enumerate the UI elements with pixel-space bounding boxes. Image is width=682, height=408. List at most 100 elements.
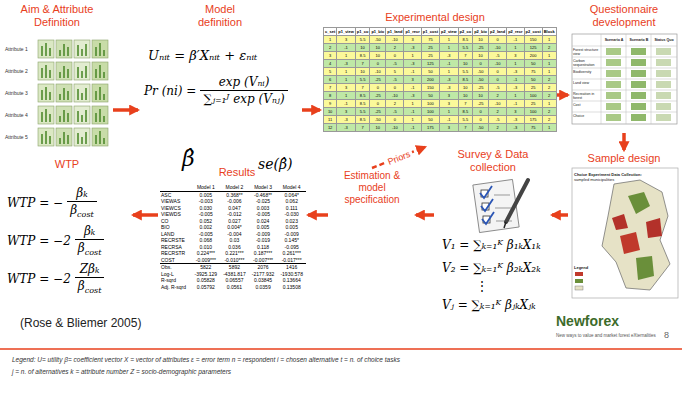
attribute-label: Attribute 3 bbox=[5, 90, 28, 96]
table-cell: 1 bbox=[439, 108, 458, 116]
table-row: 73700-1150-310-25-5-3252 bbox=[324, 84, 557, 92]
design-table: c_setp1_viewp1_cop1_biop1_landp1_recrp1_… bbox=[323, 27, 557, 132]
table-cell: 8 bbox=[324, 92, 337, 100]
fraction: exp (Vₙᵢ)∑ⱼ₌₁ᴶ exp (Vₙⱼ) bbox=[200, 75, 287, 106]
table-cell: p2_cost bbox=[524, 28, 542, 36]
table-cell: 3 bbox=[439, 124, 458, 132]
table-cell: 2076 bbox=[249, 264, 278, 271]
table-cell: 7 bbox=[355, 84, 370, 92]
formula-text: WTP = − bbox=[7, 196, 63, 210]
table-cell: 10 bbox=[370, 124, 386, 132]
table-cell: 1 bbox=[439, 36, 458, 44]
table-cell: p1_recr bbox=[404, 28, 421, 36]
fraction: βₖ βcost bbox=[67, 186, 97, 219]
table-cell: 0.036 bbox=[220, 244, 249, 251]
table-cell: COST bbox=[160, 257, 192, 264]
table-cell: 50 bbox=[421, 116, 439, 124]
table-cell: 1 bbox=[542, 36, 556, 44]
table-cell: 0.13664 bbox=[277, 277, 306, 284]
table-cell: 0 bbox=[489, 36, 507, 44]
table-cell: 10 bbox=[473, 36, 489, 44]
table-cell: -3 bbox=[404, 44, 421, 52]
table-cell: -25 bbox=[473, 84, 489, 92]
table-cell: 1 bbox=[542, 124, 556, 132]
table-cell: -0.025 bbox=[249, 198, 278, 205]
table-cell: -25 bbox=[370, 92, 386, 100]
feedback-arrow bbox=[372, 147, 425, 168]
table-cell: 0.047 bbox=[220, 205, 249, 212]
table-cell: 150 bbox=[524, 36, 542, 44]
se-symbol: se(β̂) bbox=[258, 156, 293, 172]
table-cell: 1 bbox=[404, 116, 421, 124]
survey-checklist bbox=[473, 179, 528, 232]
edge-label: Priors bbox=[384, 148, 413, 167]
table-cell: 0.221*** bbox=[220, 250, 249, 257]
table-cell: 8.5 bbox=[355, 100, 370, 108]
table-cell: 3 bbox=[337, 108, 356, 116]
table-cell: RECRSTE bbox=[160, 237, 192, 244]
table-cell: 175 bbox=[421, 124, 439, 132]
table-row: CO0.0520.0270.0240.023 bbox=[160, 218, 306, 225]
table-cell: 1 bbox=[404, 52, 421, 60]
table-cell: 10 bbox=[473, 52, 489, 60]
attribute-thumbnails bbox=[38, 40, 108, 146]
table-cell: 0.111 bbox=[277, 205, 306, 212]
formula-subscript: cost bbox=[85, 248, 102, 257]
table-cell: -3 bbox=[507, 68, 524, 76]
table-cell: -3 bbox=[404, 60, 421, 68]
formula-text: β bbox=[70, 203, 77, 217]
stage-group: Questionnaire developmentScenario AScena… bbox=[570, 3, 678, 131]
table-cell: 200 bbox=[421, 76, 439, 84]
table-cell: 0.06557 bbox=[220, 277, 249, 284]
table-cell: -10 bbox=[489, 44, 507, 52]
table-row: LAND-0.005-0.004-0.009-0.009 bbox=[160, 231, 306, 238]
table-cell: 5892 bbox=[220, 264, 249, 271]
table-cell: -1 bbox=[404, 108, 421, 116]
table-cell: -10 bbox=[489, 100, 507, 108]
table-cell: 0.064* bbox=[277, 191, 306, 198]
table-row: 2-110102-32515.5-25-1011252 bbox=[324, 44, 557, 52]
table-cell: -0.012 bbox=[220, 211, 249, 218]
table-cell: 7 bbox=[324, 84, 337, 92]
table-cell: 100 bbox=[524, 108, 542, 116]
stage-group: Resultsβ̂se(β̂)Model 1Model 2Model 3Mode… bbox=[160, 150, 306, 290]
table-body: c_setp1_viewp1_cop1_biop1_landp1_recrp1_… bbox=[324, 28, 557, 132]
table-cell: 10 bbox=[355, 44, 370, 52]
formula-text: WTP = −2 bbox=[7, 272, 71, 286]
table-cell: -3 bbox=[337, 124, 356, 132]
table-cell: -3 bbox=[507, 116, 524, 124]
table-cell: 125 bbox=[524, 44, 542, 52]
table-cell: 5.5 bbox=[458, 68, 473, 76]
column-header: Scenario B bbox=[627, 38, 651, 42]
stage-heading: Questionnaire development bbox=[570, 3, 678, 29]
table-cell: 0.187*** bbox=[249, 250, 278, 257]
table-cell: -5 bbox=[489, 84, 507, 92]
column-header: Scenario A bbox=[602, 38, 626, 42]
table-row: c_setp1_viewp1_cop1_biop1_landp1_recrp1_… bbox=[324, 28, 557, 36]
table-cell: -10 bbox=[386, 92, 404, 100]
formula-row: Pr (ni) =exp (Vₙᵢ)∑ⱼ₌₁ᴶ exp (Vₙⱼ) bbox=[144, 75, 288, 106]
table-cell: 5 bbox=[386, 68, 404, 76]
table-cell: VIEWCS bbox=[160, 205, 192, 212]
table-cell: 100 bbox=[421, 100, 439, 108]
formula-text: βₖ bbox=[76, 186, 87, 200]
numerator: βₖ bbox=[73, 186, 90, 201]
table-cell: 125 bbox=[421, 60, 439, 68]
table-cell: -3 bbox=[337, 60, 356, 68]
table-cell: 25 bbox=[524, 84, 542, 92]
table-cell: 1 bbox=[324, 36, 337, 44]
flow-arrow bbox=[308, 213, 328, 217]
legend-line: Legend: U= utility β= coefficient vector… bbox=[12, 356, 400, 363]
table-cell: -1 bbox=[507, 36, 524, 44]
table-row: ASC0.0050.368**-0.468**0.064* bbox=[160, 191, 306, 198]
table-cell: -1 bbox=[439, 116, 458, 124]
table-cell: -0.010*** bbox=[220, 257, 249, 264]
formula-subscript: cost bbox=[77, 210, 94, 219]
table-cell: -3 bbox=[439, 76, 458, 84]
table-cell: 0.027 bbox=[220, 218, 249, 225]
numerator: βₖ bbox=[81, 224, 98, 239]
denominator: ∑ⱼ₌₁ᴶ exp (Vₙⱼ) bbox=[200, 90, 287, 106]
table-header: Model 3 bbox=[249, 184, 278, 191]
table-cell: -0.009 bbox=[249, 231, 278, 238]
utility-formula: V₁ = ∑ₖ₌₁ᴷ β₁ₖX₁ₖ bbox=[442, 238, 541, 252]
